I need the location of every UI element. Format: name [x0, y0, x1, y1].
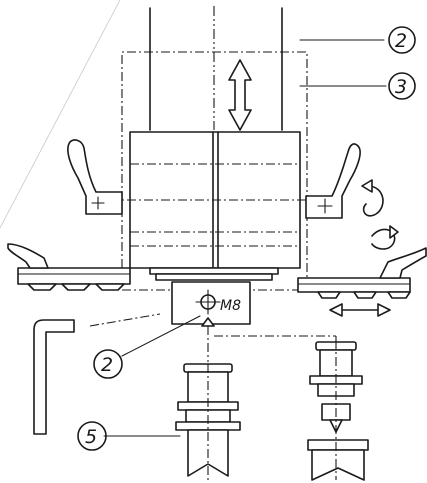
- svg-text:5: 5: [85, 426, 97, 448]
- callout-mid-2: 2: [93, 349, 123, 379]
- screw-block: M8: [171, 281, 251, 327]
- horizontal-motion-arrow: [329, 303, 391, 317]
- tool-holder-right: [307, 340, 369, 481]
- thread-size-label: M8: [220, 298, 241, 314]
- right-clamp-lever: [305, 143, 361, 219]
- vertical-motion-arrow: [228, 59, 252, 131]
- tool-holder-center: [175, 363, 241, 480]
- paper-scratch: [0, 0, 121, 229]
- right-table: [297, 247, 427, 299]
- svg-text:3: 3: [395, 76, 407, 98]
- main-block: [110, 131, 320, 281]
- left-clamp-lever: [67, 139, 123, 215]
- allen-key: [33, 313, 161, 435]
- callout-top-2: 2: [388, 26, 416, 54]
- svg-text:2: 2: [395, 30, 407, 52]
- left-table: [7, 243, 131, 291]
- callout-bottom-5: 5: [77, 421, 107, 451]
- callout-top-3: 3: [388, 72, 416, 100]
- svg-text:2: 2: [101, 354, 113, 376]
- leader-lines: [103, 39, 387, 437]
- spindle-rails: [149, 6, 283, 131]
- rotation-arrows: [361, 179, 399, 250]
